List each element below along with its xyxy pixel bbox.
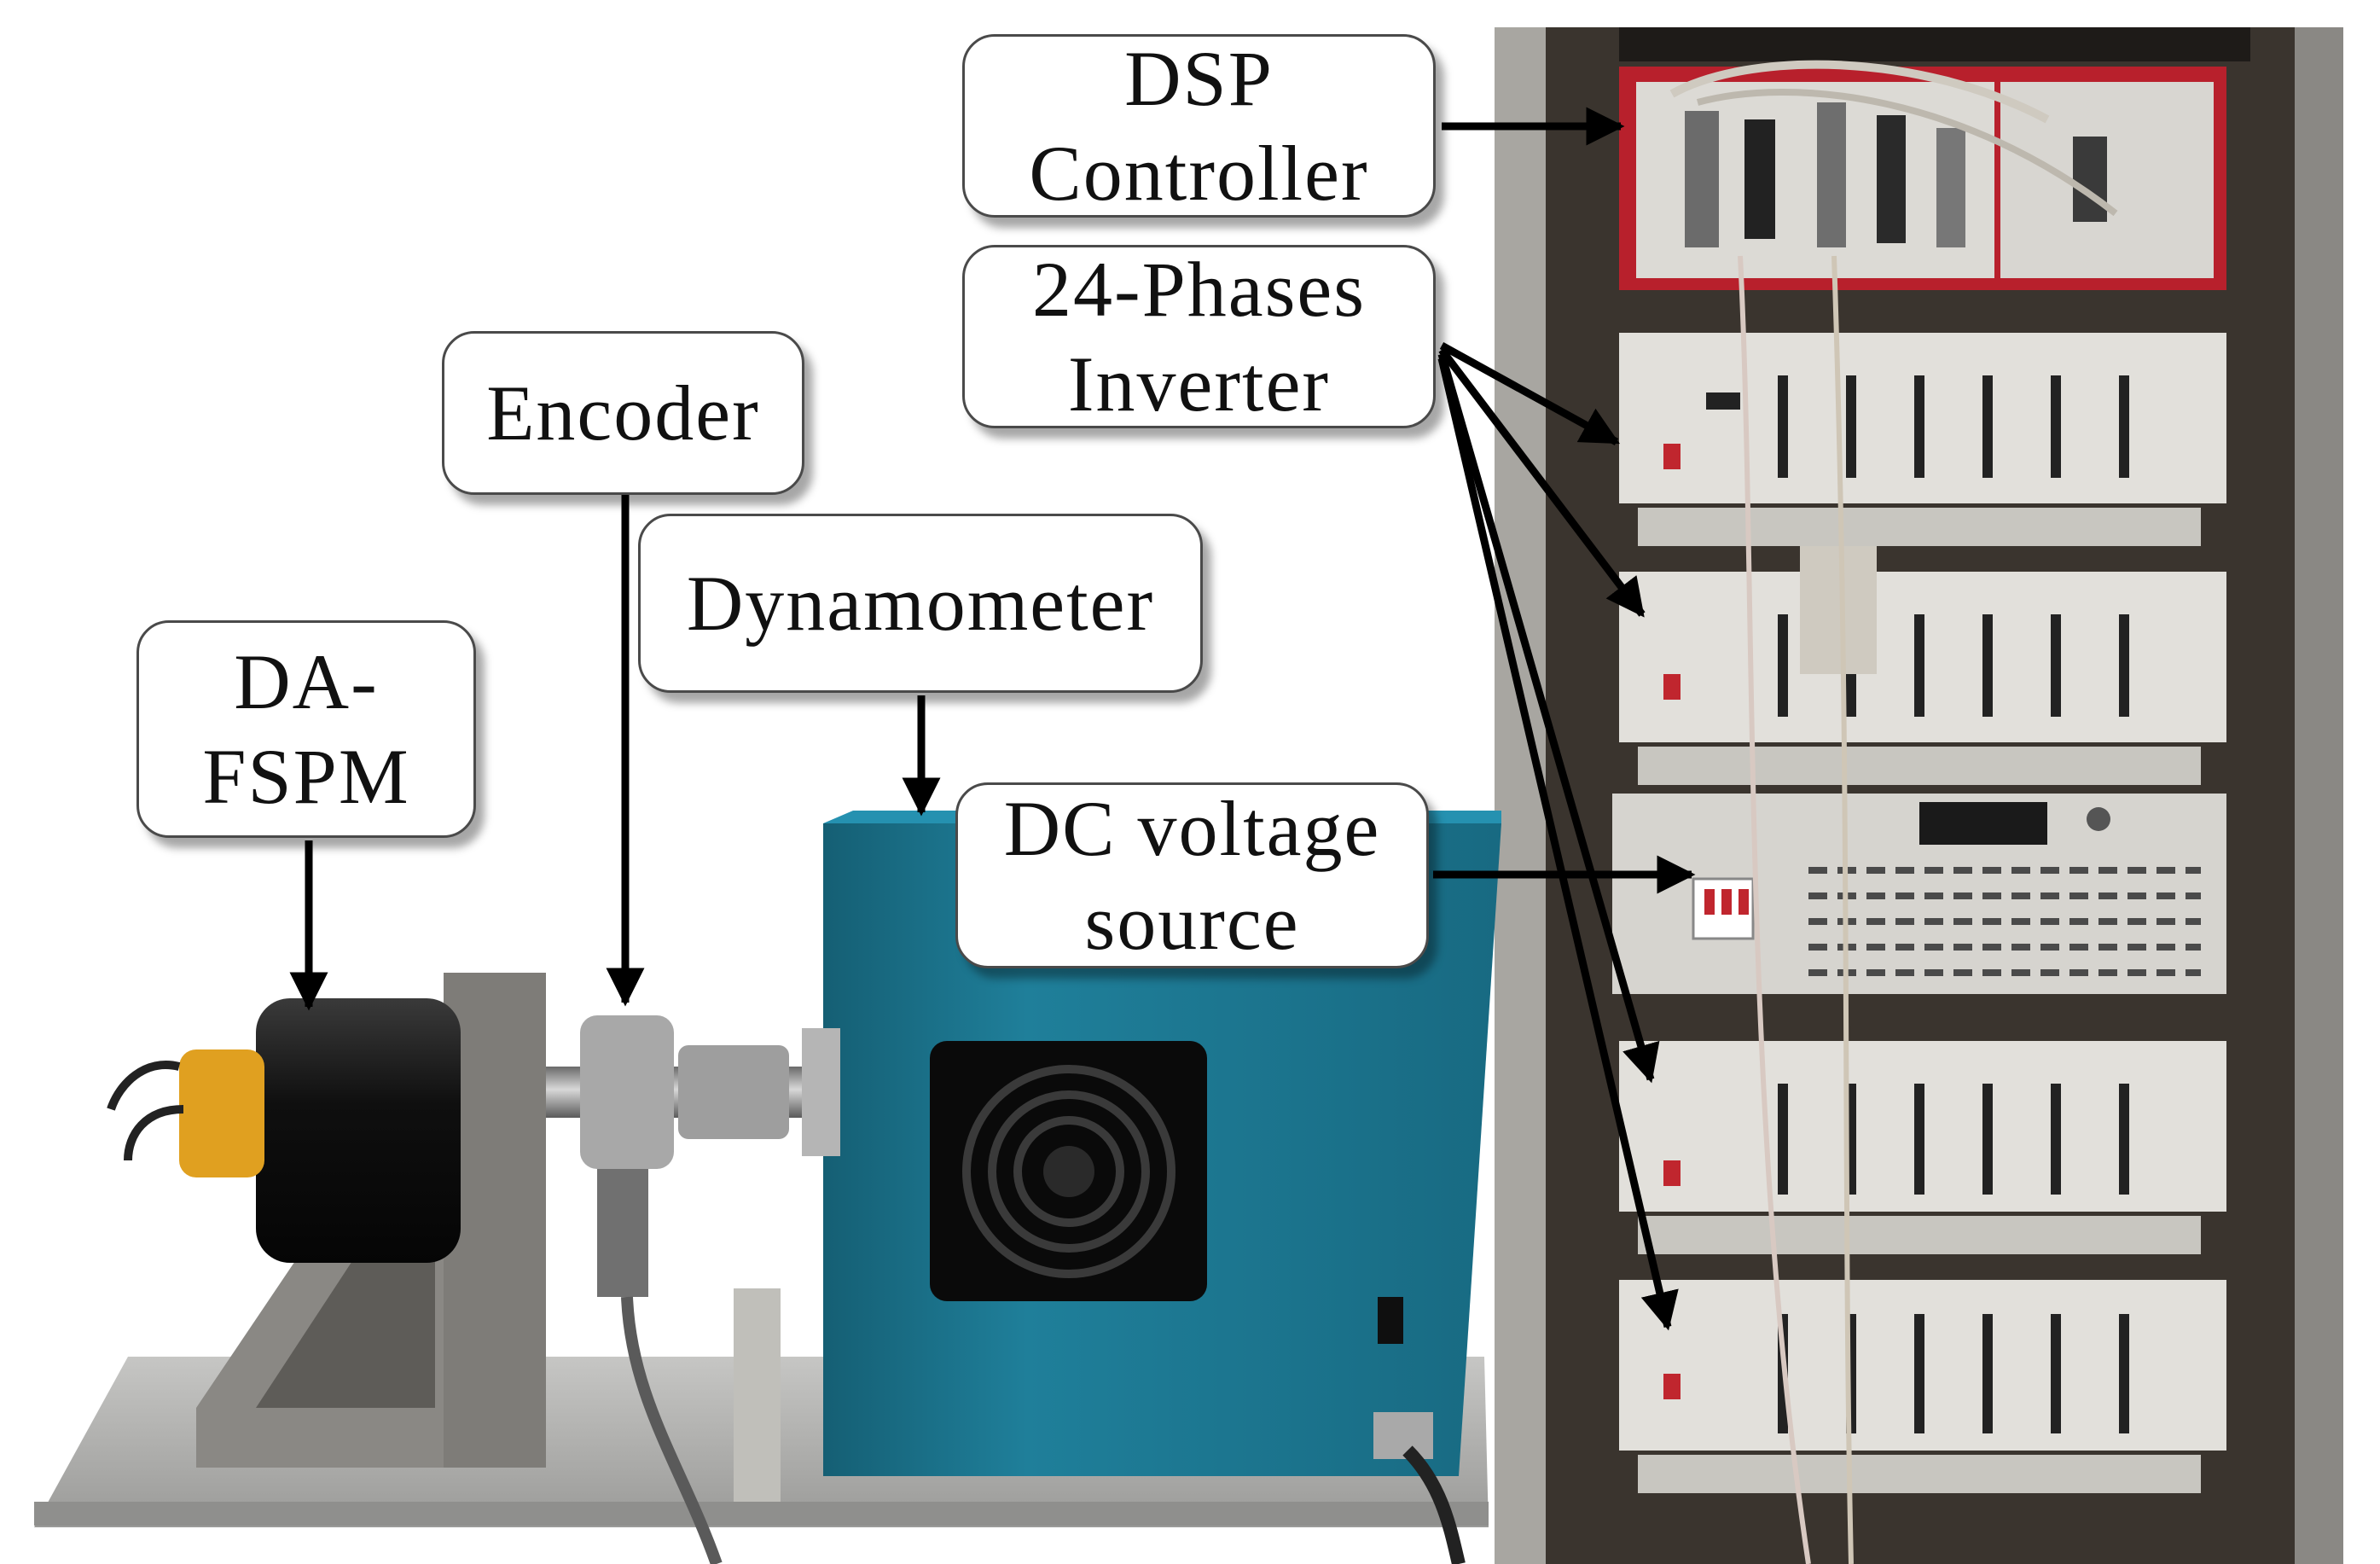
dc-voltage-source-label-line2: source [1084, 879, 1300, 966]
dynamometer-label-line1: Dynamometer [686, 559, 1155, 647]
inverter-label-line1: 24-Phases [1031, 246, 1367, 334]
dc-voltage-source-label: DC voltage source [955, 782, 1429, 968]
encoder-device [580, 1015, 723, 1564]
arrow-inverter-4 [1437, 357, 1679, 1331]
arrow-inverter-1 [1439, 342, 1620, 445]
arrow-inverter-2 [1438, 347, 1646, 618]
dc-voltage-source-label-line1: DC voltage [1003, 784, 1381, 872]
arrow-inverter-3 [1437, 352, 1660, 1084]
inverter-module-3 [1619, 1041, 2226, 1254]
equipment-cabinet [1495, 27, 2343, 1564]
dynamometer-housing [823, 811, 1501, 1476]
inverter-module-4 [1619, 1280, 2226, 1493]
callout-arrows [289, 107, 1696, 1331]
da-fspm-motor [107, 998, 461, 1263]
da-fspm-label-line2: FSPM [202, 732, 410, 820]
inverter-label-line2: Inverter [1067, 340, 1331, 427]
da-fspm-label-line1: DA- [234, 638, 379, 726]
inverter-label: 24-Phases Inverter [962, 245, 1436, 428]
dsp-controller-label-line2: Controller [1029, 129, 1369, 217]
encoder-label-line1: Encoder [486, 369, 760, 456]
inverter-module-2 [1619, 546, 2226, 785]
dsp-rack [1619, 60, 2226, 290]
dsp-controller-label: DSP Controller [962, 34, 1436, 218]
dsp-controller-label-line1: DSP [1124, 35, 1274, 123]
inverter-module-1 [1619, 333, 2226, 546]
dc-voltage-source-unit [1612, 794, 2226, 994]
dynamometer-label: Dynamometer [638, 514, 1203, 693]
test-bench [34, 811, 1501, 1564]
da-fspm-label: DA- FSPM [136, 620, 476, 838]
encoder-label: Encoder [442, 331, 804, 495]
